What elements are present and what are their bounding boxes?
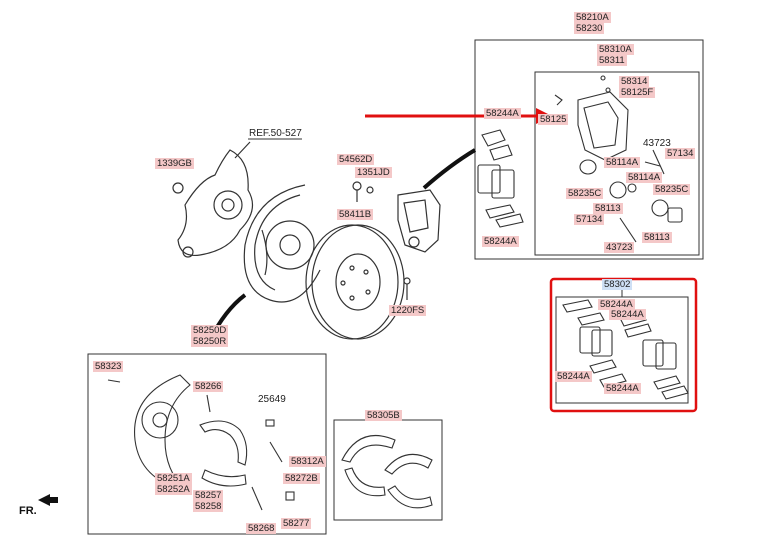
part-label-58251a[interactable]: 58251A <box>155 473 192 484</box>
ref-label: REF.50-527 <box>249 128 302 139</box>
part-label-58272b[interactable]: 58272B <box>283 473 320 484</box>
part-label-58113-2[interactable]: 58113 <box>642 232 672 243</box>
part-label-1220fs[interactable]: 1220FS <box>389 305 427 316</box>
knuckle-drawing <box>172 141 254 258</box>
part-label-58310a[interactable]: 58310A <box>597 44 634 55</box>
part-label-58244a-kit-4[interactable]: 58244A <box>604 383 641 394</box>
part-label-58230[interactable]: 58230 <box>574 23 605 34</box>
caliper-pads-drawing <box>477 129 524 228</box>
part-label-58244a-bottom[interactable]: 58244A <box>482 236 519 247</box>
part-label-58244a-kit-3[interactable]: 58244A <box>555 371 592 382</box>
parking-brake-drawing <box>107 374 295 511</box>
part-label-58244a-kit-1[interactable]: 58244A <box>598 299 635 310</box>
brake-shoe-kit-drawing <box>341 435 433 509</box>
caliper-assembly-frame <box>474 39 704 260</box>
part-label-58114a-1[interactable]: 58114A <box>604 157 641 168</box>
part-label-58244a-top[interactable]: 58244A <box>484 108 521 119</box>
part-label-58250d[interactable]: 58250D <box>191 325 229 336</box>
part-label-1339gb[interactable]: 1339GB <box>155 158 194 169</box>
caliper-subassembly-frame <box>534 71 700 256</box>
part-label-58252a[interactable]: 58252A <box>155 484 192 495</box>
part-label-58235c-2[interactable]: 58235C <box>653 184 691 195</box>
part-label-58250r[interactable]: 58250R <box>191 336 229 347</box>
caliper-subassembly-drawing <box>554 75 683 243</box>
part-label-58113-1[interactable]: 58113 <box>593 203 623 214</box>
part-label-58311[interactable]: 58311 <box>597 55 627 66</box>
front-direction-icon <box>38 494 58 506</box>
part-label-57134-bottom[interactable]: 57134 <box>574 214 605 225</box>
part-label-1351jd[interactable]: 1351JD <box>355 167 392 178</box>
part-label-25649[interactable]: 25649 <box>258 394 286 405</box>
part-label-43723-bottom[interactable]: 43723 <box>604 242 635 253</box>
part-label-58302-selected[interactable]: 58302 <box>602 279 633 290</box>
part-label-58235c-1[interactable]: 58235C <box>566 188 604 199</box>
dust-shield-drawing <box>243 184 321 303</box>
part-label-58323[interactable]: 58323 <box>93 361 124 372</box>
part-label-58266[interactable]: 58266 <box>193 381 224 392</box>
part-label-58258[interactable]: 58258 <box>193 501 224 512</box>
brake-rotor-drawing <box>305 224 405 340</box>
part-label-58125f[interactable]: 58125F <box>619 87 656 98</box>
part-label-43723-top[interactable]: 43723 <box>643 138 671 149</box>
part-label-58312a[interactable]: 58312A <box>289 456 326 467</box>
part-label-58257[interactable]: 58257 <box>193 490 224 501</box>
caliper-leader <box>422 148 477 190</box>
part-label-58411b[interactable]: 58411B <box>337 209 374 220</box>
brake-shoe-kit-frame <box>333 419 443 521</box>
caliper-drawing <box>352 181 441 300</box>
part-label-58305b[interactable]: 58305B <box>365 410 402 421</box>
part-label-58114a-2[interactable]: 58114A <box>626 172 663 183</box>
parking-brake-frame <box>87 353 327 535</box>
part-label-58314[interactable]: 58314 <box>619 76 650 87</box>
part-label-58244a-kit-2[interactable]: 58244A <box>609 309 646 320</box>
highlight-arrow <box>365 108 552 124</box>
part-label-58125[interactable]: 58125 <box>538 114 569 125</box>
part-label-57134-top[interactable]: 57134 <box>665 148 696 159</box>
front-direction-label: FR. <box>19 505 37 517</box>
part-label-54562d[interactable]: 54562D <box>337 154 375 165</box>
part-label-58277[interactable]: 58277 <box>281 518 312 529</box>
part-label-58268[interactable]: 58268 <box>246 523 277 534</box>
part-label-58210a[interactable]: 58210A <box>574 12 611 23</box>
